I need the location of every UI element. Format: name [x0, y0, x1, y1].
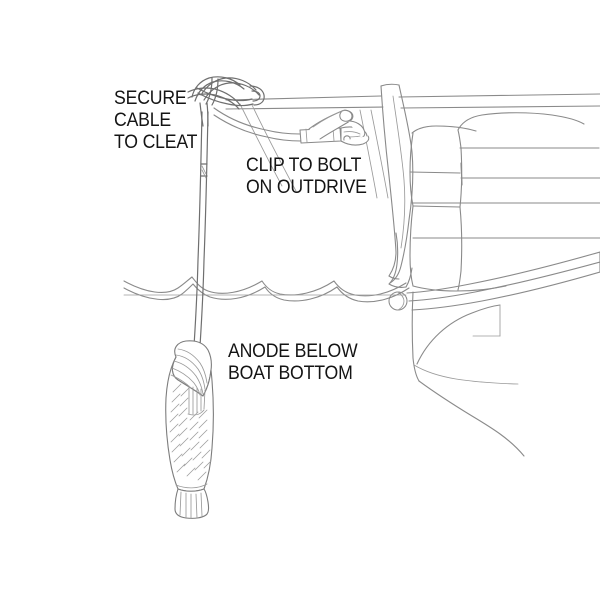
rope-knot-on-cleat: [187, 76, 265, 127]
label-secure-cable-to-cleat: SECURE CABLE TO CLEAT: [114, 88, 198, 153]
hull-bottom: [411, 291, 525, 457]
alligator-clip: [213, 107, 370, 146]
label-anode-below-boat-bottom: ANODE BELOW BOAT BOTTOM: [228, 341, 358, 384]
waterline: [123, 276, 410, 303]
label-clip-to-bolt-on-outdrive: CLIP TO BOLT ON OUTDRIVE: [246, 155, 367, 198]
fish-anode: [165, 340, 214, 519]
hanging-cable: [193, 111, 209, 347]
